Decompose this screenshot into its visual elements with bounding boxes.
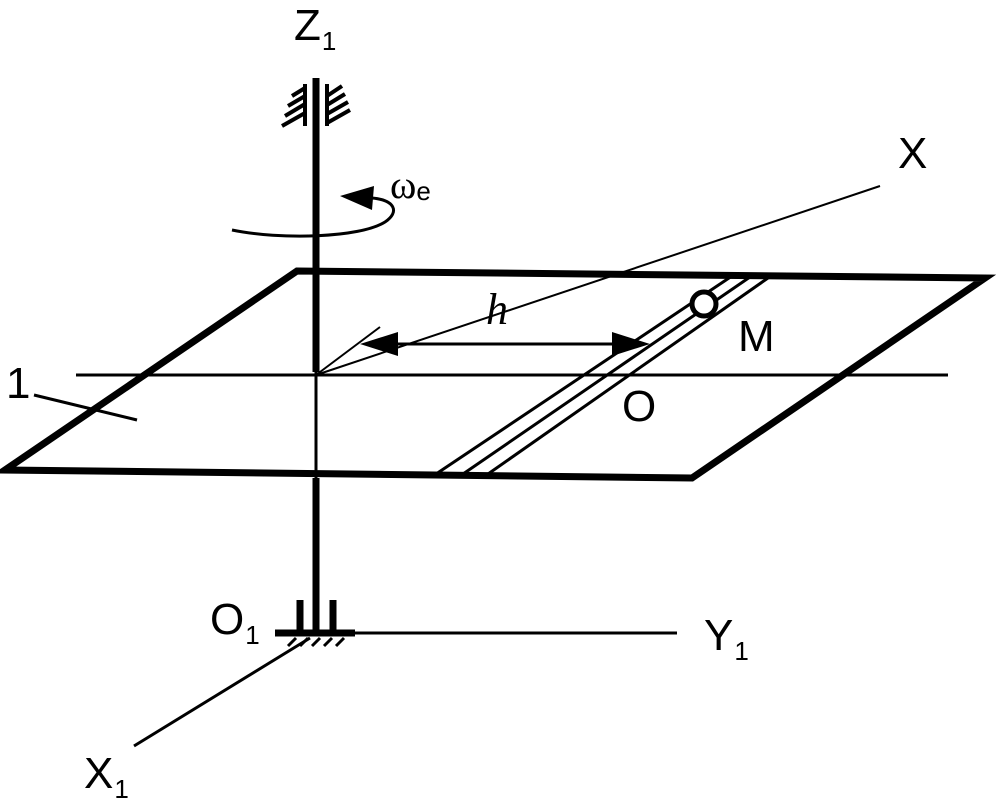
top-bearing [281, 84, 351, 128]
label-1: 1 [6, 359, 31, 408]
y1-label: Y1 [704, 611, 749, 666]
omega-label: ωe [390, 162, 431, 207]
x-label: X [898, 129, 928, 178]
o-label: O [622, 382, 657, 431]
x1-axis [133, 636, 311, 748]
table-plate [0, 267, 997, 482]
h-extension-line [315, 326, 381, 376]
m-label: M [738, 312, 775, 361]
label-1-pointer [33, 393, 138, 422]
rotation-arrowhead [340, 186, 374, 210]
h-arrow-right [612, 332, 650, 356]
h-arrow-left [360, 332, 398, 356]
z1-label: Z1 [294, 1, 337, 56]
x1-label: X1 [84, 749, 129, 804]
x-axis [315, 185, 881, 376]
rotation-arc [231, 196, 396, 238]
point-m-marker [689, 289, 719, 319]
h-label: h [486, 285, 508, 334]
o1-label: O1 [210, 595, 260, 650]
